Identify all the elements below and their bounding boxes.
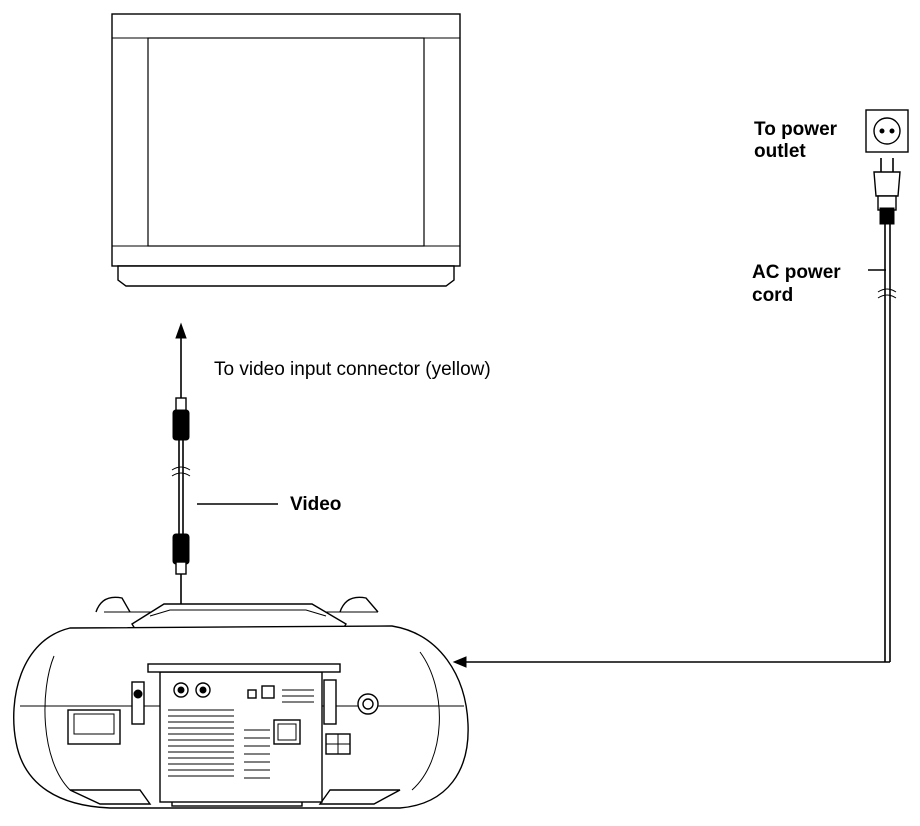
power-outlet-label-line1: To power <box>754 119 838 140</box>
vent-grille <box>168 689 314 779</box>
video-input-label: To video input connector (yellow) <box>214 359 491 380</box>
ac-cord-label-line2: cord <box>752 285 794 306</box>
power-outlet-icon <box>865 109 909 153</box>
boombox-player-icon <box>13 596 469 809</box>
television-icon <box>111 13 461 287</box>
video-cable-label: Video <box>290 494 342 515</box>
power-outlet-label-line2: outlet <box>754 141 806 162</box>
power-plug-icon <box>452 158 901 668</box>
ac-cord-label-line1: AC power <box>752 262 841 283</box>
